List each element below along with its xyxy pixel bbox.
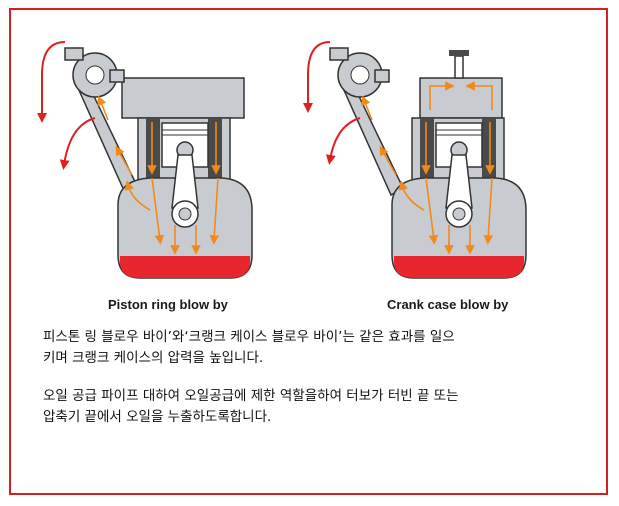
paragraph-blowby-effect: 피스톤 링 블로우 바이’와‘크랭크 케이스 블로우 바이’는 같은 효과를 일… <box>43 327 598 369</box>
caption-crank-case-blow-by: Crank case blow by <box>387 297 509 312</box>
paragraph-line: 압축기 끝에서 오일을 누출하도록합니다. <box>43 409 272 425</box>
paragraph-line: 키며 크랭크 케이스의 압력을 높입니다. <box>43 350 264 366</box>
engine-left <box>37 41 253 279</box>
paragraph-oil-leak: 오일 공급 파이프 대하여 오일공급에 제한 역할을하여 터보가 터빈 끝 또는… <box>43 386 598 428</box>
engine-right <box>303 41 527 279</box>
paragraph-line: 피스톤 링 블로우 바이’와‘크랭크 케이스 블로우 바이’는 같은 효과를 일… <box>43 329 455 345</box>
caption-piston-ring-blow-by: Piston ring blow by <box>108 297 228 312</box>
paragraph-line: 오일 공급 파이프 대하여 오일공급에 제한 역할을하여 터보가 터빈 끝 또는 <box>43 388 459 404</box>
